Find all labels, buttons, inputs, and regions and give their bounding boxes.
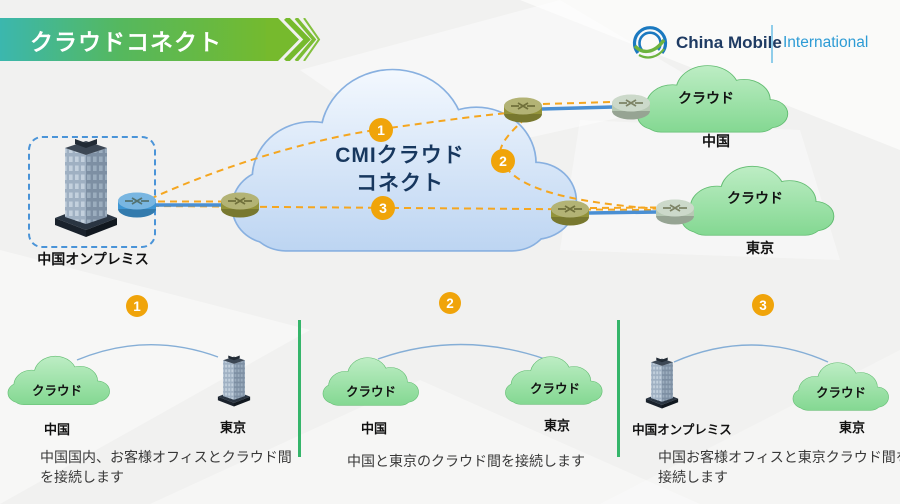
cmi-cloud-label-line1: CMIクラウド: [335, 144, 465, 167]
router-icon-cmi-top: [503, 96, 543, 124]
route-badge-3: 3: [371, 196, 395, 220]
scenario-2-left-cloud-label: クラウド: [345, 385, 396, 399]
building-icon-onprem: [55, 139, 117, 237]
scenario-1-badge: 1: [126, 295, 148, 317]
route-2-path: [498, 117, 661, 210]
cloud-china-label: クラウド: [678, 90, 734, 106]
router-icon-cloud-china: [611, 93, 651, 121]
cloud-tokyo-region: 東京: [746, 240, 774, 256]
cloud-tokyo-label: クラウド: [727, 190, 783, 206]
brand-divider: [771, 25, 773, 63]
brand-name: China Mobile: [676, 33, 782, 52]
scenario-3-left-region: 中国オンプレミス: [632, 423, 732, 437]
scenario-3-caption: 中国お客様オフィスと東京クラウド間を接続します: [658, 449, 900, 485]
brand-division: International: [783, 34, 869, 51]
scenario-1-caption: 中国国内、お客様オフィスとクラウド間を接続します: [40, 449, 292, 485]
router-icon-onprem: [117, 191, 157, 219]
router-icon-cmi-left: [220, 191, 260, 219]
scenario-3-badge: 3: [752, 294, 774, 316]
building-icon-scenario1: [217, 355, 251, 407]
scenario-2-right-cloud-label: クラウド: [529, 382, 580, 396]
scenario-2-badge: 2: [439, 292, 461, 314]
china-mobile-logo-icon: [632, 26, 668, 59]
router-icon-cloud-tokyo: [655, 198, 695, 226]
banner-chevrons-icon: [266, 18, 321, 61]
scenario-3-cloud-label: クラウド: [815, 386, 866, 400]
cmi-cloud-label: CMIクラウド コネクト: [300, 142, 500, 198]
scenario-1-cloud-label: クラウド: [31, 384, 82, 398]
scenario-2-left-region: 中国: [360, 421, 387, 436]
router-icon-cmi-bottom: [550, 199, 590, 227]
cmi-cloud-label-line2: コネクト: [356, 172, 444, 195]
building-icon-scenario3: [645, 357, 679, 409]
scenario-3-art: [645, 344, 889, 411]
scenario-1-left-region: 中国: [43, 422, 70, 437]
page-title: クラウドコネクト: [30, 28, 222, 55]
panel-divider-1: [298, 320, 301, 457]
onprem-label: 中国オンプレミス: [37, 251, 149, 267]
connector-lines: [156, 101, 658, 215]
scenario-2-caption: 中国と東京のクラウド間を接続します: [347, 453, 585, 469]
scenario-3-right-region: 東京: [838, 420, 865, 435]
title-banner: クラウドコネクト: [0, 18, 268, 61]
route-badge-2: 2: [491, 149, 515, 173]
cloud-china-region: 中国: [702, 133, 730, 149]
scenario-1-right-region: 東京: [219, 420, 246, 435]
scenario-1-art: [7, 344, 251, 407]
panel-divider-2: [617, 320, 620, 457]
scenario-2-art: [322, 343, 603, 406]
route-badge-1: 1: [369, 118, 393, 142]
scenario-2-right-region: 東京: [543, 418, 570, 433]
onprem-group-box: [28, 136, 156, 248]
